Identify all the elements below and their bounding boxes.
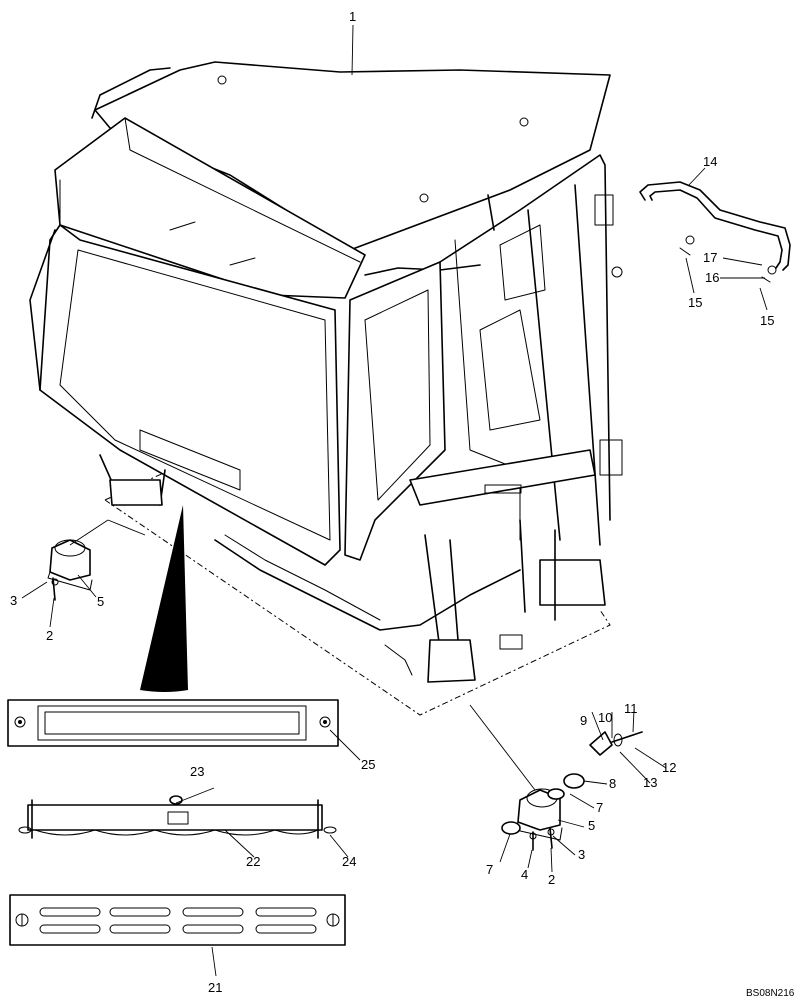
- callout-16: 16: [705, 270, 719, 285]
- panel-25: [7, 699, 339, 747]
- callout-9: 9: [580, 713, 587, 728]
- callout-5a: 5: [97, 594, 104, 609]
- louvered-grille-21: [9, 894, 346, 946]
- filter-assembly-22: [18, 795, 337, 839]
- callout-2b: 2: [548, 872, 555, 887]
- callout-23: 23: [190, 764, 204, 779]
- callout-17: 17: [703, 250, 717, 265]
- grab-handle-14: [639, 181, 791, 283]
- callout-14: 14: [703, 154, 717, 169]
- callout-7b: 7: [486, 862, 493, 877]
- mount-isolator-left: [47, 539, 93, 601]
- callout-21: 21: [208, 980, 222, 995]
- callout-3b: 3: [578, 847, 585, 862]
- callout-7a: 7: [596, 800, 603, 815]
- callout-4: 4: [521, 867, 528, 882]
- drawing-code: BS08N216: [746, 988, 795, 999]
- detail-pointer-wedge: [140, 505, 188, 692]
- floor-outline: [104, 469, 611, 716]
- leader-lines: [21, 24, 768, 977]
- mount-isolator-right: [501, 731, 643, 851]
- windshield-glass: [59, 249, 331, 541]
- cab-assembly: [29, 61, 623, 716]
- callout-10: 10: [598, 710, 612, 725]
- callout-2a: 2: [46, 628, 53, 643]
- callout-12: 12: [662, 760, 676, 775]
- windshield-frame: [39, 224, 341, 566]
- callout-15a: 15: [688, 295, 702, 310]
- callout-15b: 15: [760, 313, 774, 328]
- callout-1: 1: [349, 9, 356, 24]
- roof-grab-handle: [91, 67, 171, 119]
- callout-11: 11: [624, 701, 638, 716]
- callout-25: 25: [361, 757, 375, 772]
- lower-cross-beam: [409, 449, 596, 506]
- callout-24: 24: [342, 854, 356, 869]
- callout-8: 8: [609, 776, 616, 791]
- callout-labels: 1 14 17 16 15 15 3 5 2 25 23 22 24 21 9 …: [10, 9, 795, 999]
- callout-3a: 3: [10, 593, 17, 608]
- callout-22: 22: [246, 854, 260, 869]
- callout-13: 13: [643, 775, 657, 790]
- callout-5b: 5: [588, 818, 595, 833]
